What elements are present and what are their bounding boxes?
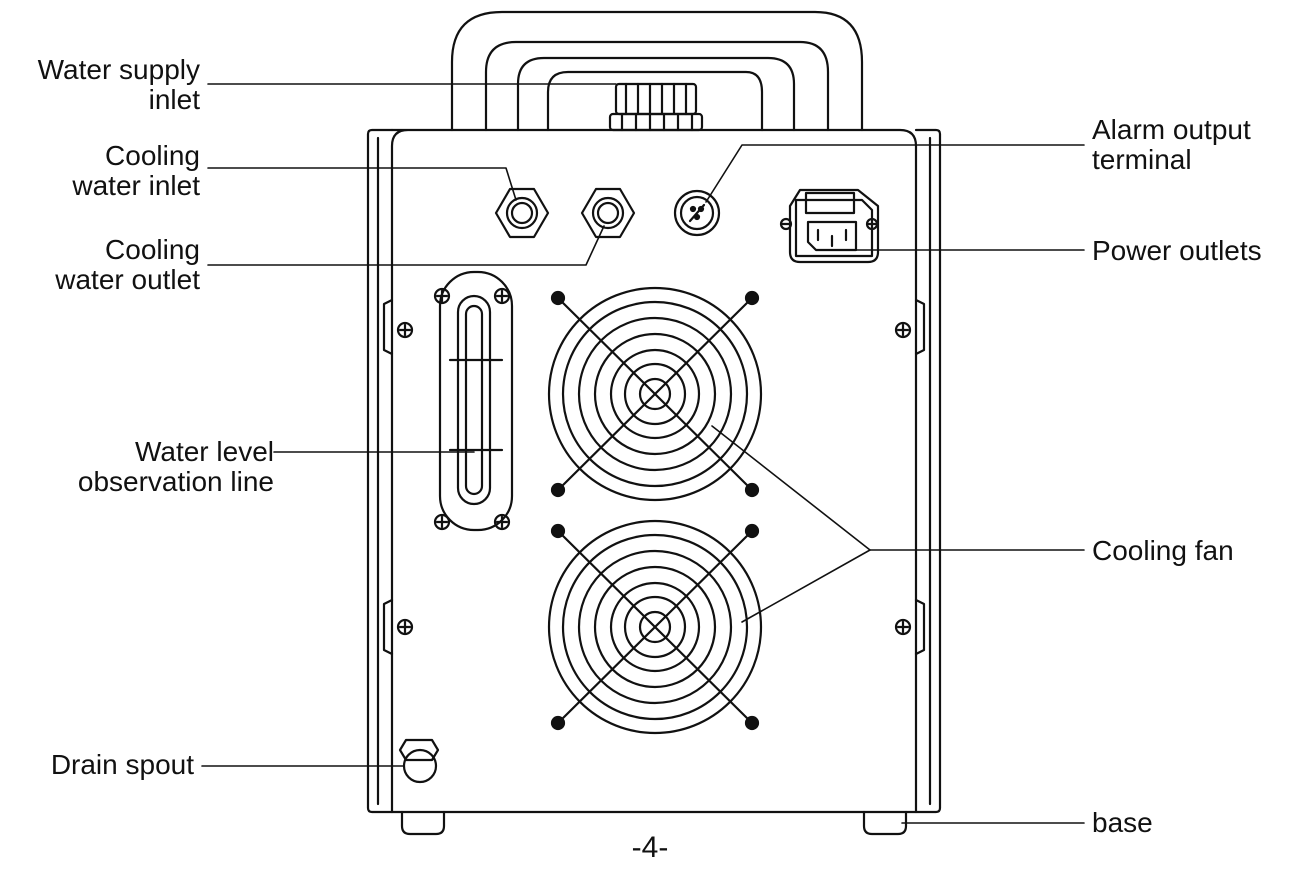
label-cooling-fan: Cooling fan xyxy=(1092,535,1234,566)
label-water-supply-inlet: Water supply inlet xyxy=(37,54,200,115)
chiller-body xyxy=(366,128,942,814)
cooling-water-inlet-connector xyxy=(494,187,550,239)
water-supply-inlet-cap xyxy=(608,82,704,132)
drain-spout xyxy=(398,738,440,784)
carry-handle xyxy=(450,10,864,132)
cooling-fan-top xyxy=(547,286,763,502)
label-base: base xyxy=(1092,807,1153,838)
water-level-window xyxy=(433,270,514,532)
cooling-water-outlet-connector xyxy=(580,187,636,239)
label-water-level-observation-line: Water level observation line xyxy=(77,436,274,497)
power-outlet-socket xyxy=(779,188,880,264)
alarm-output-terminal xyxy=(673,189,721,237)
leader-lines xyxy=(201,83,1085,824)
base-feet xyxy=(400,810,908,836)
label-alarm-output-terminal: Alarm output terminal xyxy=(1092,114,1251,175)
label-cooling-water-inlet: Cooling water inlet xyxy=(72,140,200,201)
page-number: -4- xyxy=(631,831,669,864)
label-power-outlets: Power outlets xyxy=(1092,235,1262,266)
label-cooling-water-outlet: Cooling water outlet xyxy=(55,234,200,295)
side-screws xyxy=(396,321,912,636)
label-drain-spout: Drain spout xyxy=(50,749,194,780)
cooling-fan-bottom xyxy=(547,519,763,735)
